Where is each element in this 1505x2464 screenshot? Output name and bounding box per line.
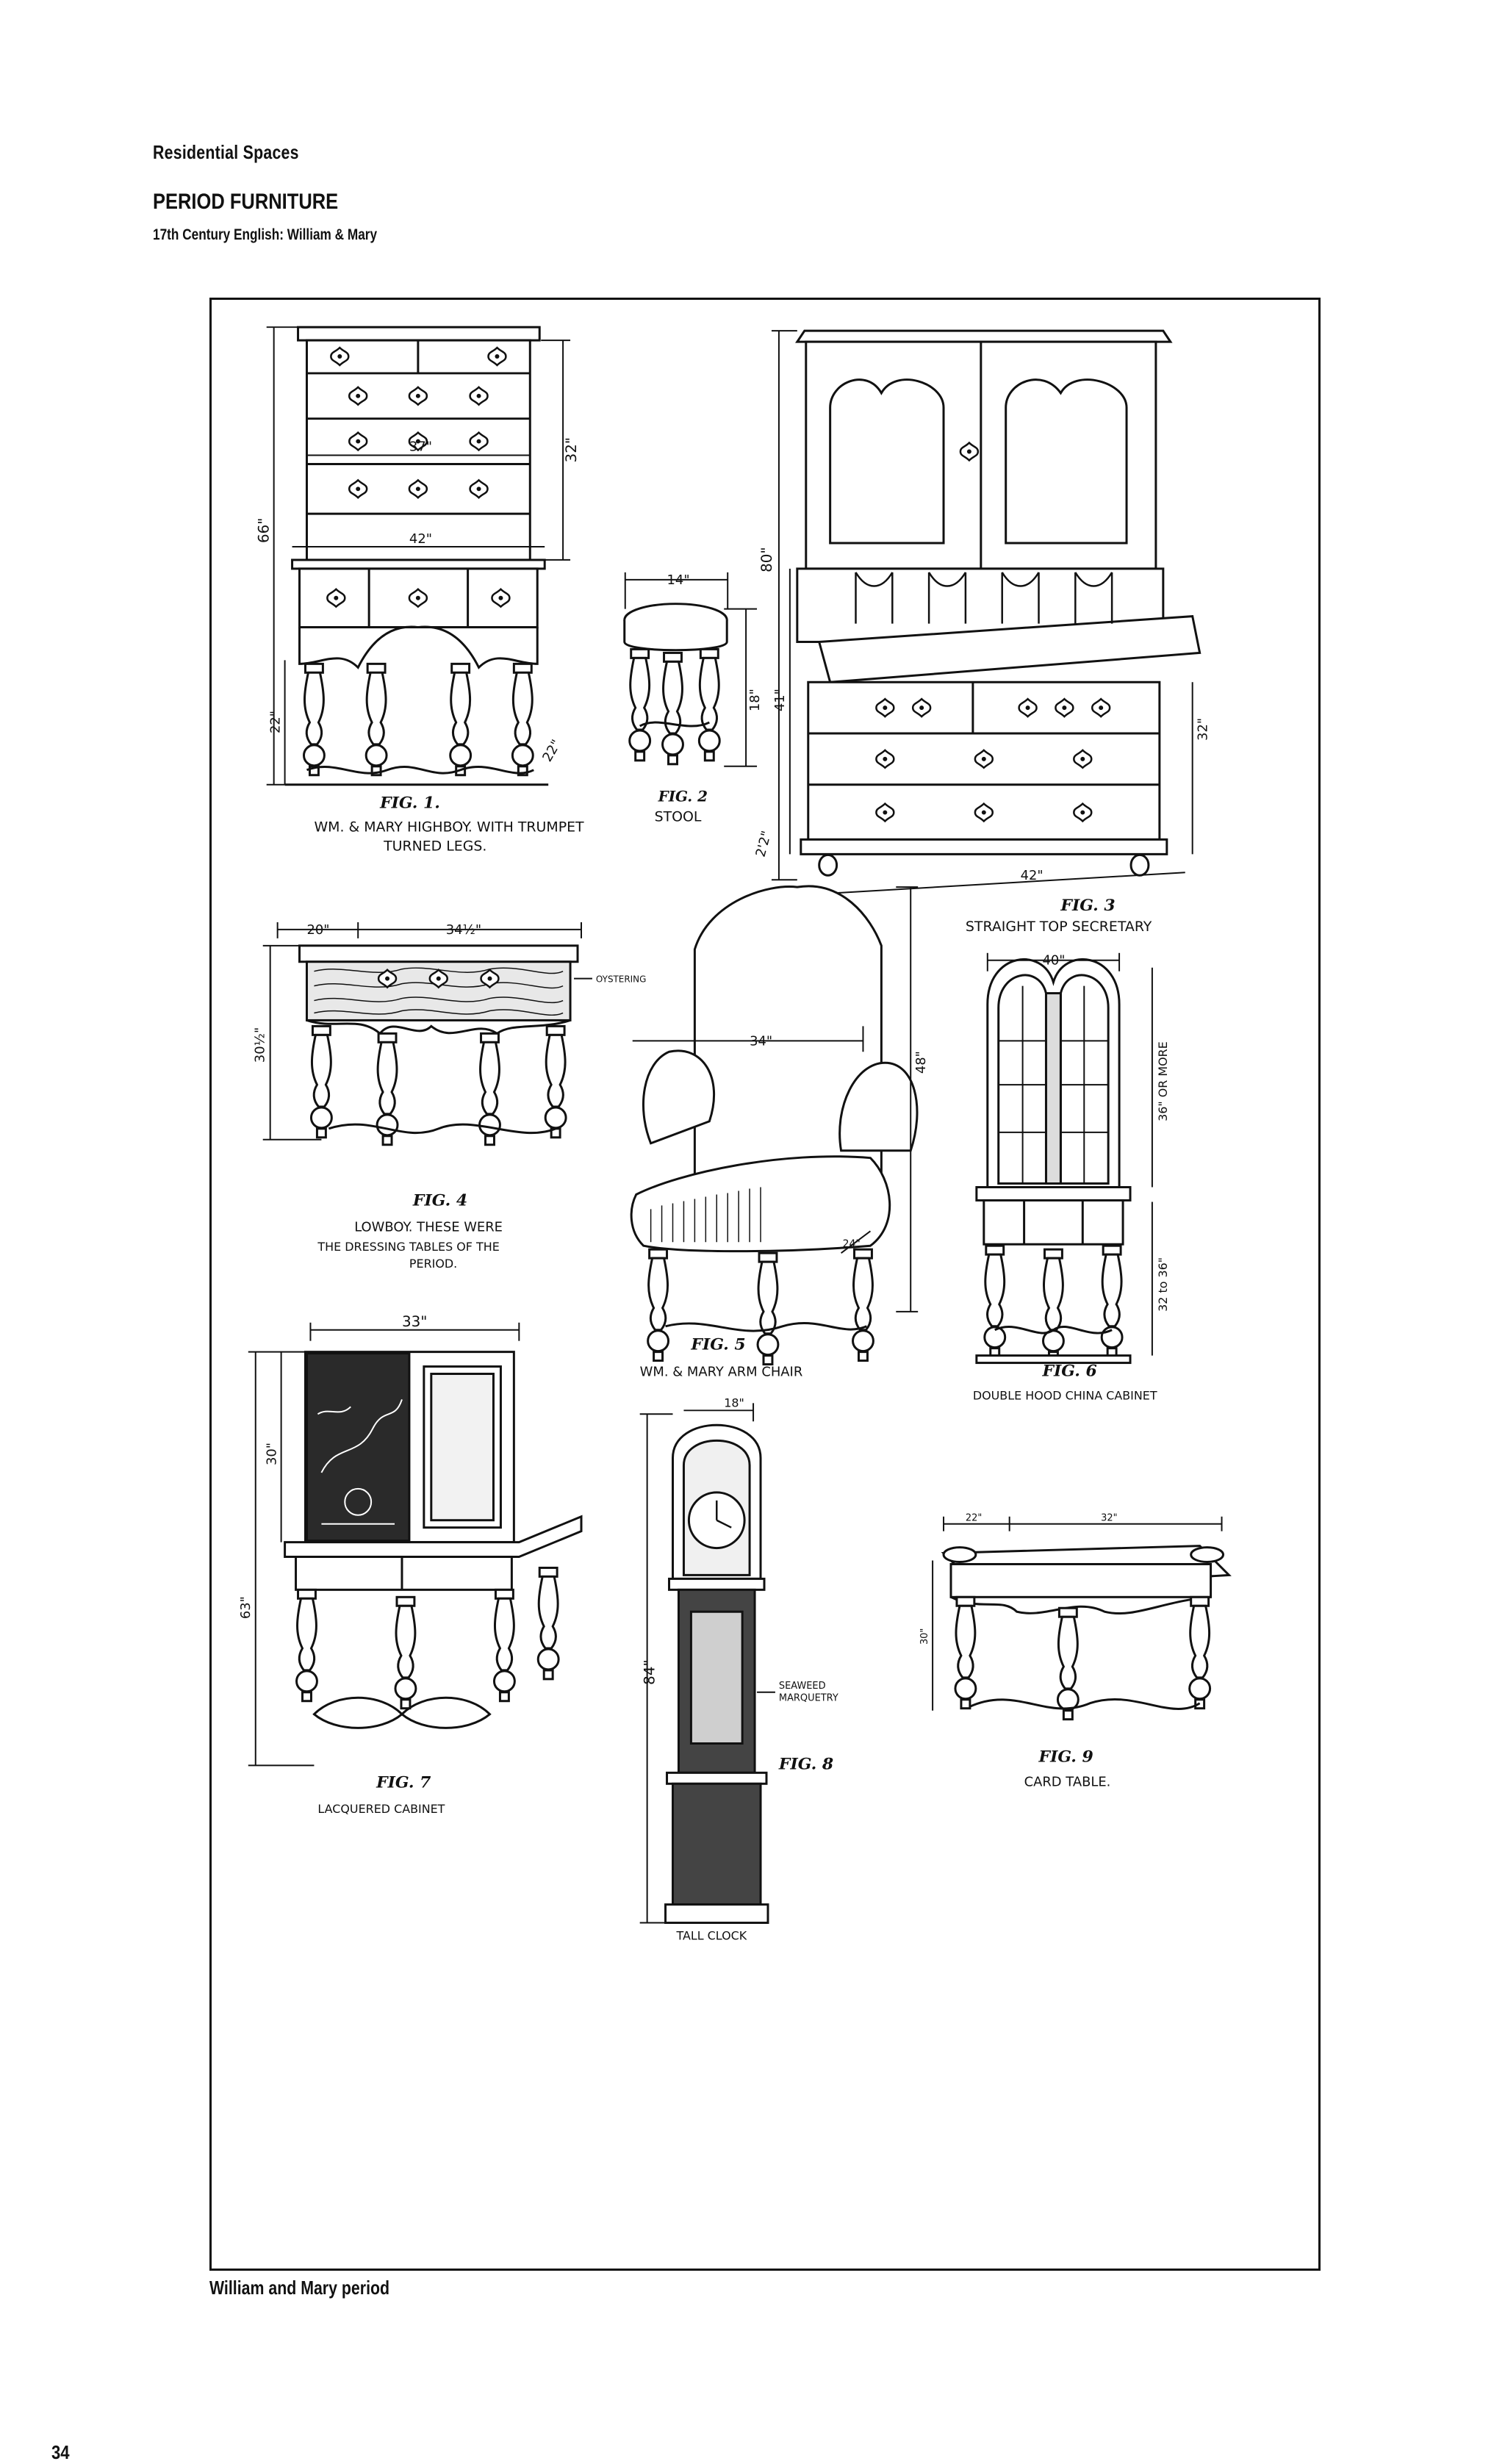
fig6-china-cabinet-drawing — [975, 958, 1132, 1365]
fig6-glazing-bars — [998, 985, 1109, 1184]
fig9-dim-width: 32" — [1101, 1513, 1117, 1524]
page-subtitle: 17th Century English: William & Mary — [153, 226, 378, 243]
fig2-label: FIG. 2 — [658, 788, 708, 805]
fig6-dim-width: 40" — [1042, 953, 1065, 969]
fig9-card-table-drawing — [941, 1545, 1232, 1721]
fig7-label: FIG. 7 — [376, 1772, 431, 1792]
fig9-caption: CARD TABLE. — [1024, 1774, 1111, 1789]
fig1-dim-height: 66" — [256, 518, 273, 544]
fig3-dim-height: 80" — [758, 547, 775, 572]
fig5-label: FIG. 5 — [690, 1335, 745, 1354]
fig2-dim-width: 14" — [667, 572, 690, 588]
fig2-dim-height: 18" — [747, 689, 763, 711]
fig4-dim-depth: 20" — [306, 922, 329, 938]
fig3-label: FIG. 3 — [1060, 896, 1115, 915]
section-label: Residential Spaces — [153, 141, 299, 163]
fig7-lacquered-cabinet-drawing — [284, 1351, 583, 1729]
fig1-caption-line1: WM. & MARY HIGHBOY. WITH TRUMPET — [314, 819, 584, 835]
fig6-label: FIG. 6 — [1041, 1362, 1096, 1381]
fig5-armchair-drawing — [630, 885, 919, 1366]
fig1-label: FIG. 1. — [379, 794, 440, 813]
fig3-caption: STRAIGHT TOP SECRETARY — [966, 919, 1152, 935]
fig8-dimension-lines — [639, 1403, 775, 1924]
fig4-caption-line3: PERIOD. — [409, 1257, 457, 1271]
fig4-oystering-texture — [314, 967, 564, 1016]
fig1-dim-width-inner: 37" — [409, 439, 432, 455]
fig7-dim-upper-height: 30" — [265, 1443, 280, 1465]
fig5-caption: WM. & MARY ARM CHAIR — [640, 1365, 803, 1380]
fig8-label: FIG. 8 — [778, 1754, 833, 1773]
fig4-caption-line1: LOWBOY. THESE WERE — [354, 1219, 503, 1235]
fig2-dimension-lines — [624, 572, 758, 767]
fig6-dim-upper-height: 36" OR MORE — [1156, 1041, 1170, 1121]
fig8-dim-width: 18" — [724, 1396, 744, 1409]
fig4-note-oystering: OYSTERING — [596, 974, 646, 985]
fig5-dimension-lines — [632, 886, 919, 1312]
fig1-dimension-lines — [266, 326, 571, 786]
fig7-dimension-lines — [248, 1322, 520, 1767]
page-number: 34 — [51, 2441, 70, 2463]
fig8-note-line2: MARQUETRY — [779, 1693, 838, 1704]
page-title: PERIOD FURNITURE — [153, 190, 339, 214]
fig3-secretary-drawing — [795, 329, 1202, 877]
fig4-dimension-lines — [262, 922, 592, 1141]
fig2-caption: STOOL — [655, 809, 702, 825]
fig9-dimension-lines — [932, 1516, 1223, 1711]
fig6-dim-lower-height: 32 to 36" — [1156, 1257, 1170, 1312]
fig3-dim-depth: 2'2" — [753, 829, 775, 858]
fig9-dim-height: 30" — [919, 1628, 930, 1645]
fig1-dim-leg-height: 22" — [268, 711, 284, 733]
fig5-dim-height: 48" — [913, 1051, 929, 1074]
fig4-caption-line2: THE DRESSING TABLES OF THE — [317, 1240, 499, 1254]
plate-caption: William and Mary period — [209, 2277, 390, 2299]
fig2-stool-drawing — [623, 603, 728, 766]
fig1-caption-line2: TURNED LEGS. — [383, 838, 486, 854]
fig3-pigeonholes — [855, 572, 1113, 624]
fig4-dim-width: 34½" — [446, 922, 481, 938]
fig8-tall-clock-drawing — [664, 1423, 769, 1925]
fig7-dim-total-height: 63" — [238, 1596, 254, 1619]
fig8-dim-height: 84" — [642, 1659, 658, 1685]
fig5-dim-seat: 24" — [843, 1238, 861, 1250]
fig8-note-line1: SEAWEED — [779, 1681, 826, 1692]
furniture-plate: 66" 37" 42" 32" 22" 22" FIG. 1. WM. & MA… — [209, 298, 1321, 2271]
fig5-seat-fringe — [650, 1187, 761, 1243]
fig8-clock-hands — [716, 1500, 732, 1529]
fig4-dim-height: 30½" — [253, 1027, 268, 1063]
fig5-dim-width: 34" — [750, 1033, 772, 1049]
fig3-dimension-lines — [771, 330, 1193, 896]
fig4-label: FIG. 4 — [412, 1190, 467, 1210]
fig1-dim-upper-height: 32" — [563, 437, 580, 463]
fig7-caption: LACQUERED CABINET — [317, 1802, 445, 1816]
fig7-dim-width: 33" — [402, 1313, 428, 1330]
fig6-caption: DOUBLE HOOD CHINA CABINET — [973, 1388, 1157, 1402]
fig1-dim-leg-depth: 22" — [539, 737, 564, 764]
fig3-dim-width: 42" — [1021, 868, 1044, 883]
fig4-lowboy-drawing — [298, 944, 579, 1146]
fig9-dim-depth: 22" — [966, 1513, 982, 1524]
fig6-dimension-lines — [986, 952, 1153, 1356]
fig7-lacquer-pattern — [317, 1399, 403, 1525]
plate-drawings: 66" 37" 42" 32" 22" 22" FIG. 1. WM. & MA… — [238, 326, 1232, 1942]
fig3-dim-side: 32" — [1196, 718, 1211, 741]
fig8-caption: TALL CLOCK — [675, 1928, 747, 1942]
fig1-dim-width-outer: 42" — [409, 531, 432, 547]
fig9-label: FIG. 9 — [1038, 1747, 1093, 1766]
fig3-dim-lower-height: 41" — [772, 689, 788, 711]
